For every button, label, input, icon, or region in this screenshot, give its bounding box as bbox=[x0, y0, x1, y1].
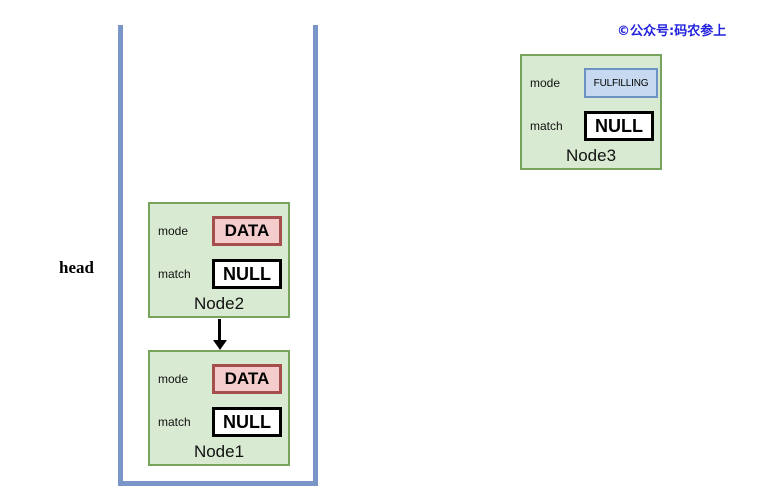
node-box-node1: mode DATA match NULL Node1 bbox=[148, 350, 290, 466]
node3-mode-label: mode bbox=[530, 76, 561, 90]
arrow-head-icon bbox=[213, 340, 227, 350]
arrow-line bbox=[218, 319, 221, 342]
node1-match-label: match bbox=[158, 415, 191, 429]
node3-match-value: NULL bbox=[584, 111, 654, 141]
node2-name: Node2 bbox=[193, 294, 245, 313]
watermark-text: ©公众号:码农参上 bbox=[617, 24, 727, 39]
node1-mode-row: mode DATA bbox=[158, 360, 286, 398]
node2-mode-row: mode DATA bbox=[158, 212, 286, 250]
node-box-node2: mode DATA match NULL Node2 bbox=[148, 202, 290, 318]
node2-mode-label: mode bbox=[158, 224, 189, 238]
node3-match-row: match NULL bbox=[530, 107, 658, 145]
node1-match-row: match NULL bbox=[158, 403, 286, 441]
node1-match-value: NULL bbox=[212, 407, 282, 437]
node2-match-label: match bbox=[158, 267, 191, 281]
node2-match-value: NULL bbox=[212, 259, 282, 289]
queue-container bbox=[118, 25, 318, 486]
node1-mode-value: DATA bbox=[212, 364, 282, 394]
node2-match-row: match NULL bbox=[158, 255, 286, 293]
node3-match-label: match bbox=[530, 119, 563, 133]
node1-mode-label: mode bbox=[158, 372, 189, 386]
node3-name: Node3 bbox=[565, 146, 617, 165]
node3-mode-row: mode FULFILLING bbox=[530, 64, 658, 102]
head-pointer-label: head bbox=[59, 258, 94, 277]
node2-mode-value: DATA bbox=[212, 216, 282, 246]
node3-mode-value: FULFILLING bbox=[584, 68, 658, 98]
node1-name: Node1 bbox=[193, 442, 245, 461]
node-box-node3: mode FULFILLING match NULL Node3 bbox=[520, 54, 662, 170]
